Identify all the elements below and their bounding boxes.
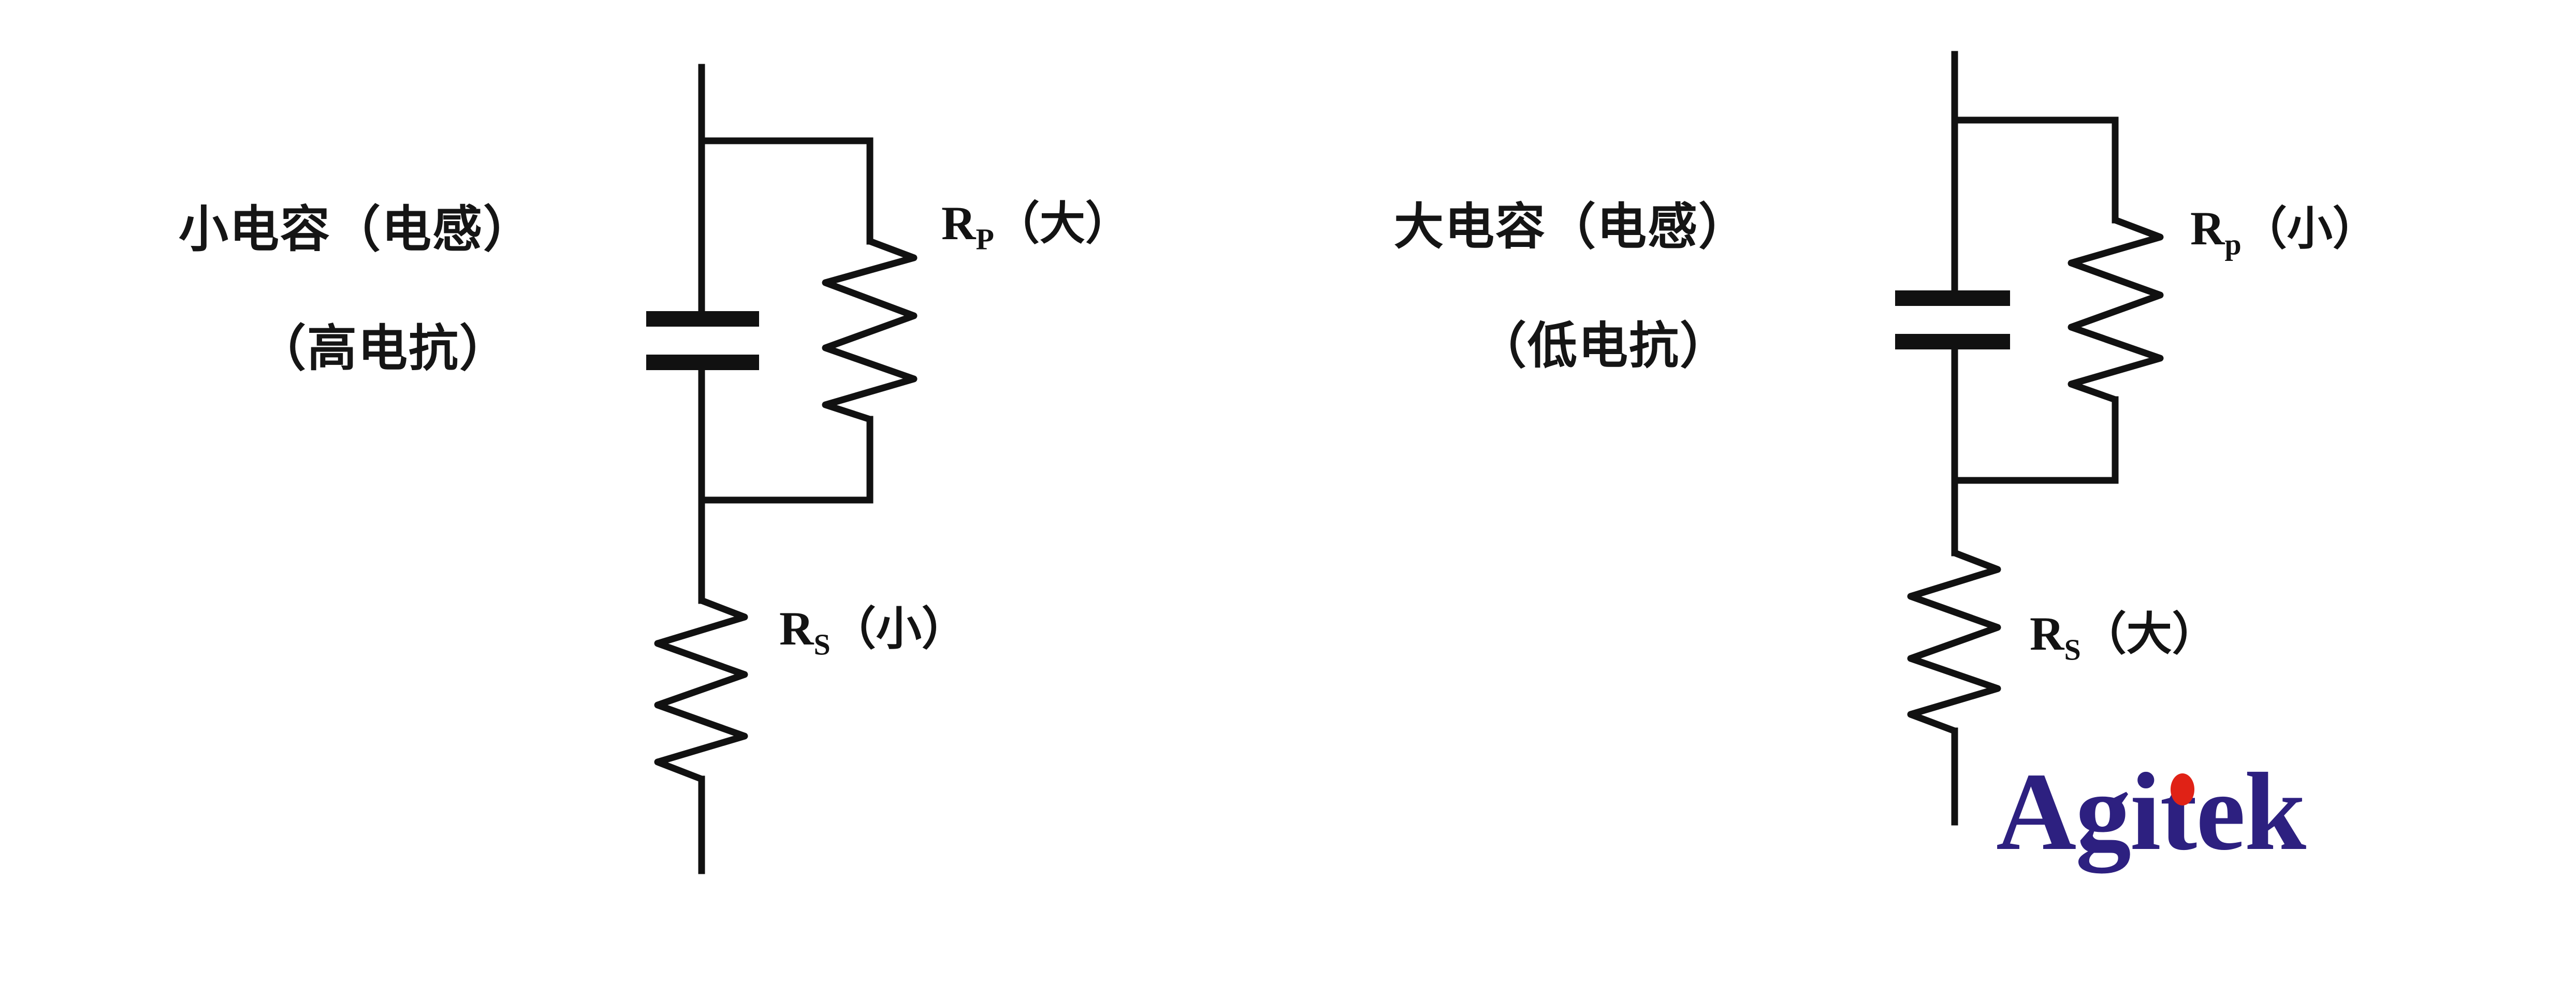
agitek-watermark: Agitek (1996, 750, 2306, 873)
left-rp-subscript: P (976, 222, 994, 256)
left-rs-qualifier: （小） (830, 602, 967, 655)
left-rp-symbol: R (941, 197, 976, 250)
left-rp-qualifier: （大） (994, 197, 1131, 250)
right-parallel-resistor-rp (2068, 216, 2164, 403)
right-rp-qualifier: （小） (2241, 202, 2378, 255)
right-rp-symbol: R (2190, 202, 2225, 255)
left-rs-label: RS（小） (779, 605, 967, 659)
left-circuit-group (646, 64, 918, 874)
left-component-label-line2: （高电抗） (256, 319, 510, 377)
right-rs-label: RS（大） (2030, 610, 2218, 665)
left-rp-label: RP（大） (941, 199, 1131, 254)
right-rs-qualifier: （大） (2080, 607, 2218, 661)
left-top-branch-wire (698, 137, 874, 245)
left-series-resistor-rs (654, 597, 748, 783)
right-rs-subscript: S (2064, 633, 2081, 667)
right-rp-label: Rp（小） (2190, 204, 2378, 259)
left-component-label-line1: 小电容（电感） (179, 200, 534, 258)
right-component-label-line1: 大电容（电感） (1394, 198, 1749, 256)
right-component-label-line2: （低电抗） (1477, 317, 1730, 375)
left-rs-subscript: S (813, 627, 831, 662)
right-circuit-group (1895, 51, 2164, 826)
left-rs-symbol: R (779, 602, 814, 655)
right-top-branch-wire (1951, 116, 2119, 224)
agitek-watermark-dot-icon (2171, 773, 2194, 805)
right-series-resistor-rs (1907, 549, 2001, 735)
right-rs-symbol: R (2030, 607, 2064, 660)
right-rp-subscript: p (2224, 227, 2242, 261)
left-parallel-resistor-rp (822, 238, 918, 423)
